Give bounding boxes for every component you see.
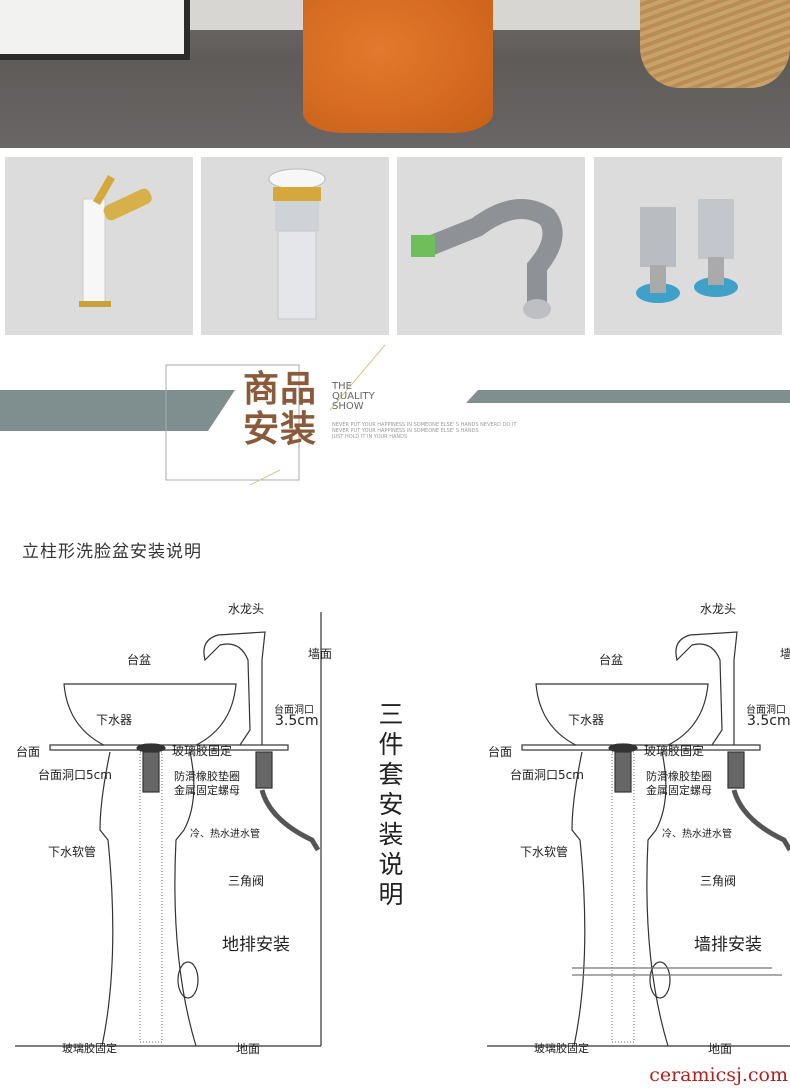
section-title: 立柱形洗脸盆安装说明 [22,542,202,562]
label-floor: 地面 [708,1042,733,1056]
label-washer: 防滑橡胶垫圈 [646,770,712,783]
label-faucet: 水龙头 [228,602,265,616]
label-counter: 台面 [16,745,41,759]
product-tile-drain [201,157,389,335]
label-washer: 防滑橡胶垫圈 [174,770,240,783]
label-inlet: 冷、热水进水管 [190,829,260,840]
label-wall: 墙面 [780,647,790,661]
slogan2: NEVER PUT YOUR HAPPINESS IN SOMEONE ELSE… [332,428,479,434]
basket [640,0,790,88]
label-hose: 下水软管 [48,845,97,859]
label-hole: 台面洞口 [746,705,786,716]
vertical-title: 三件套安装说明 [378,700,404,909]
label-install: 墙排安装 [694,935,762,955]
slogan3: JUST HOLD IT IN YOUR HANDS [332,434,408,440]
label-basin: 台盆 [599,653,624,667]
label-hose: 下水软管 [520,845,569,859]
label-valve: 三角阀 [228,874,265,888]
slogan1: NEVER PUT YOUR HAPPINESS IN SOMEONE ELSE… [332,422,517,428]
label-glue-bottom: 玻璃胶固定 [534,1042,589,1055]
label-inlet: 冷、热水进水管 [662,829,732,840]
label-glue: 玻璃胶固定 [644,744,705,758]
orange-pedestal-basin [303,0,493,133]
product-tile-hose [397,157,585,335]
product-tile-valves [594,157,782,335]
label-hole5: 台面洞口5cm [38,768,112,782]
label-glue: 玻璃胶固定 [172,744,233,758]
label-faucet: 水龙头 [700,602,737,616]
label-hole: 台面洞口 [274,705,314,716]
label-hole-size: 3.5cm [275,713,319,729]
banner-title: 商品安装 [243,370,323,450]
watermark: ceramicsj.com [649,1064,788,1086]
eng2: QUALITY [332,391,375,402]
banner-graphics [0,344,790,485]
label-basin: 台盆 [127,653,152,667]
picture-frame [0,0,190,60]
label-nut: 金属固定螺母 [646,784,712,797]
banner-title-1: 商品 [243,369,318,410]
label-drain: 下水器 [568,713,605,727]
diagram-2 [487,631,790,1047]
banner-slogan: NEVER PUT YOUR HAPPINESS IN SOMEONE ELSE… [332,422,516,440]
product-photo [0,0,790,148]
label-drain: 下水器 [96,713,133,727]
label-floor: 地面 [236,1042,261,1056]
label-hole-size: 3.5cm [747,713,790,729]
diagram-1 [15,612,322,1047]
label-counter: 台面 [488,745,513,759]
label-nut: 金属固定螺母 [174,784,240,797]
product-tile-faucet [5,157,193,335]
label-wall: 墙面 [308,647,333,661]
label-install: 地排安装 [222,935,290,955]
label-valve: 三角阀 [700,874,737,888]
label-hole5: 台面洞口5cm [510,768,584,782]
banner-title-2: 安装 [243,409,318,450]
eng3: SHOW [332,401,364,412]
label-glue-bottom: 玻璃胶固定 [62,1042,117,1055]
eng1: THE [332,381,352,392]
